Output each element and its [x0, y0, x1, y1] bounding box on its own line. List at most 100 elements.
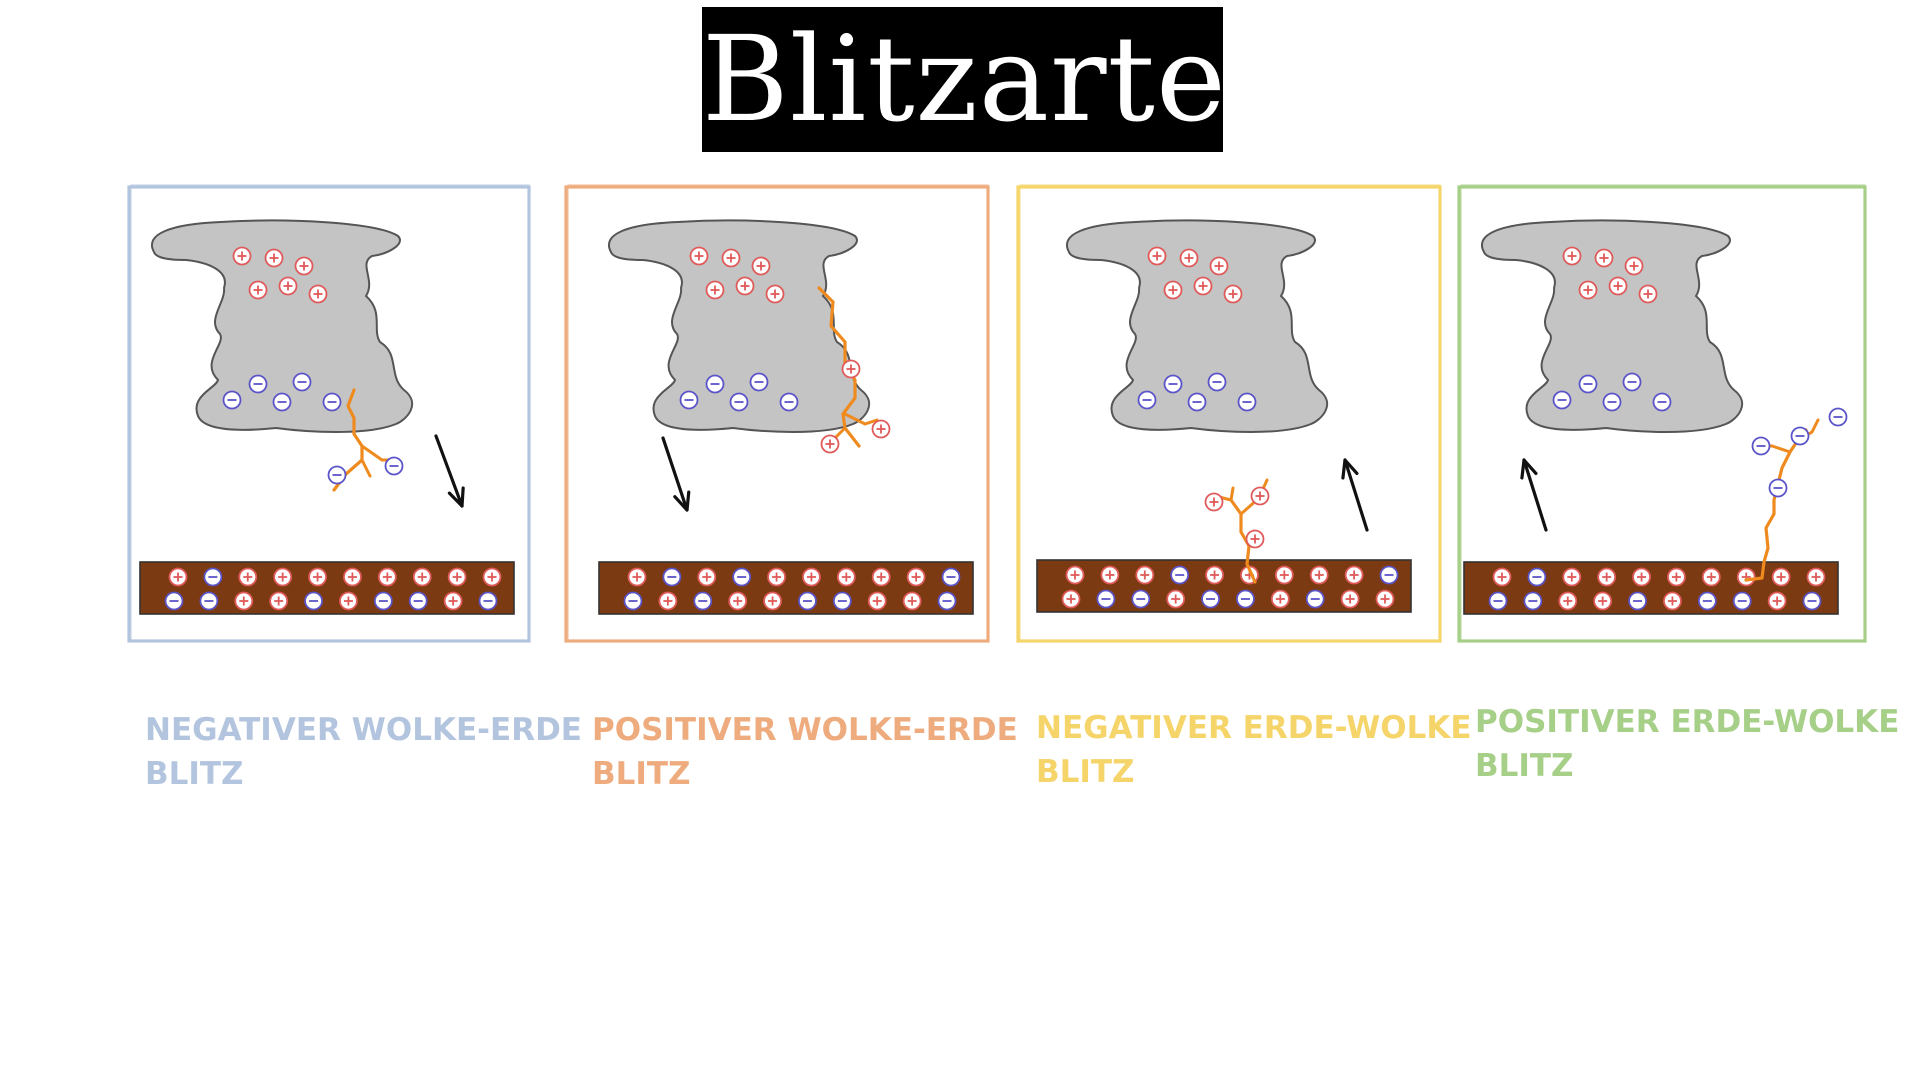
positive-charge-icon	[705, 280, 725, 300]
negative-charge-icon	[199, 591, 219, 611]
negative-charge-icon	[729, 392, 749, 412]
positive-charge-icon	[1209, 256, 1229, 276]
positive-charge-icon	[1806, 567, 1826, 587]
panel-negative-cloud-to-ground	[126, 184, 532, 644]
diagram-positive-ground-to-cloud	[1457, 184, 1867, 643]
positive-charge-icon	[767, 567, 786, 587]
positive-charge-icon	[1594, 248, 1614, 268]
positive-charge-icon	[447, 567, 467, 587]
ground	[1036, 559, 1412, 613]
thundercloud	[151, 219, 414, 433]
positive-charge-icon	[264, 248, 284, 268]
negative-charge-icon	[1527, 567, 1547, 587]
positive-charge-icon	[308, 284, 328, 304]
panel-frame-sketch	[130, 184, 530, 642]
positive-charge-icon	[902, 591, 922, 611]
negative-charge-icon	[1578, 374, 1598, 394]
negative-charge-icon	[1802, 591, 1822, 611]
positive-charge-icon	[1250, 486, 1270, 506]
positive-charge-icon	[1632, 567, 1651, 587]
negative-charge-icon	[272, 392, 292, 412]
positive-charge-icon	[1771, 567, 1791, 587]
negative-charge-icon	[1379, 565, 1399, 585]
negative-charge-icon	[937, 591, 957, 611]
positive-charge-icon	[482, 567, 502, 587]
diagram-negative-cloud-to-ground	[127, 184, 531, 643]
thundercloud	[1481, 219, 1744, 433]
negative-charge-icon	[693, 591, 713, 611]
positive-charge-icon	[1558, 591, 1578, 611]
negative-charge-icon	[1163, 374, 1183, 394]
positive-charge-icon	[689, 246, 709, 266]
negative-charge-icon	[732, 567, 752, 587]
bolt-branch	[360, 444, 394, 462]
positive-charge-icon	[1344, 565, 1364, 585]
lightning-bolt	[1204, 478, 1270, 584]
positive-charge-icon	[1608, 276, 1628, 296]
positive-charge-icon	[232, 246, 252, 266]
negative-charge-icon	[705, 374, 725, 394]
positive-charge-icon	[763, 591, 782, 611]
thundercloud	[1066, 219, 1329, 433]
negative-charge-icon	[623, 591, 643, 611]
positive-charge-icon	[697, 567, 717, 587]
lightning-bolt	[1744, 407, 1848, 582]
cloud-shape	[1481, 219, 1744, 433]
positive-charge-icon	[1163, 280, 1183, 300]
diagram-negative-ground-to-cloud	[1016, 184, 1442, 643]
positive-charge-icon	[278, 276, 298, 296]
positive-charge-icon	[627, 567, 647, 587]
positive-charge-icon	[906, 567, 926, 587]
positive-charge-icon	[1597, 567, 1617, 587]
positive-charge-icon	[273, 567, 293, 587]
arrow-up-icon	[1520, 458, 1548, 532]
positive-charge-icon	[765, 284, 785, 304]
positive-charge-icon	[802, 567, 821, 587]
positive-charge-icon	[871, 567, 891, 587]
bolt-branch	[1229, 486, 1235, 502]
ground	[598, 561, 974, 615]
negative-charge-icon	[1187, 392, 1207, 412]
arrow-up-icon	[1341, 458, 1369, 532]
bolt-branch	[360, 458, 372, 478]
diagram-positive-cloud-to-ground	[564, 184, 990, 643]
positive-charge-icon	[1179, 248, 1199, 268]
negative-charge-icon	[408, 591, 428, 611]
positive-charge-icon	[308, 567, 327, 587]
caption-positive-cloud-to-ground: POSITIVER WOLKE-ERDE BLITZ	[592, 712, 1018, 792]
caption-positive-ground-to-cloud: POSITIVER ERDE-WOLKE BLITZ	[1475, 704, 1900, 784]
positive-charge-icon	[1578, 280, 1598, 300]
negative-charge-icon	[1628, 591, 1647, 611]
negative-charge-icon	[1602, 392, 1622, 412]
negative-charge-icon	[1790, 426, 1810, 446]
positive-charge-icon	[1166, 589, 1186, 609]
positive-charge-icon	[1663, 591, 1682, 611]
thundercloud	[608, 219, 871, 433]
negative-charge-icon	[248, 374, 268, 394]
negative-charge-icon	[1201, 589, 1220, 609]
negative-charge-icon	[222, 390, 242, 410]
negative-charge-icon	[1207, 372, 1227, 392]
bolt-main	[1744, 428, 1808, 582]
positive-charge-icon	[1638, 284, 1658, 304]
caption-negative-ground-to-cloud: NEGATIVER ERDE-WOLKE BLITZ	[1036, 710, 1472, 790]
positive-charge-icon	[1274, 565, 1294, 585]
positive-charge-icon	[735, 276, 755, 296]
panel-frame-sketch	[1460, 184, 1866, 642]
negative-charge-icon	[1237, 392, 1257, 412]
negative-charge-icon	[1732, 591, 1752, 611]
page-title: Blitzarten	[702, 7, 1303, 152]
positive-charge-icon	[234, 591, 254, 611]
positive-charge-icon	[1562, 567, 1582, 587]
positive-charge-icon	[1245, 529, 1265, 549]
negative-charge-icon	[384, 456, 404, 476]
negative-charge-icon	[373, 591, 393, 611]
lightning-bolt	[327, 388, 404, 492]
positive-charge-icon	[238, 567, 258, 587]
positive-charge-icon	[841, 359, 861, 379]
positive-charge-icon	[728, 591, 748, 611]
positive-charge-icon	[1701, 567, 1721, 587]
bolt-main	[332, 388, 364, 492]
negative-charge-icon	[478, 591, 498, 611]
negative-charge-icon	[304, 591, 323, 611]
